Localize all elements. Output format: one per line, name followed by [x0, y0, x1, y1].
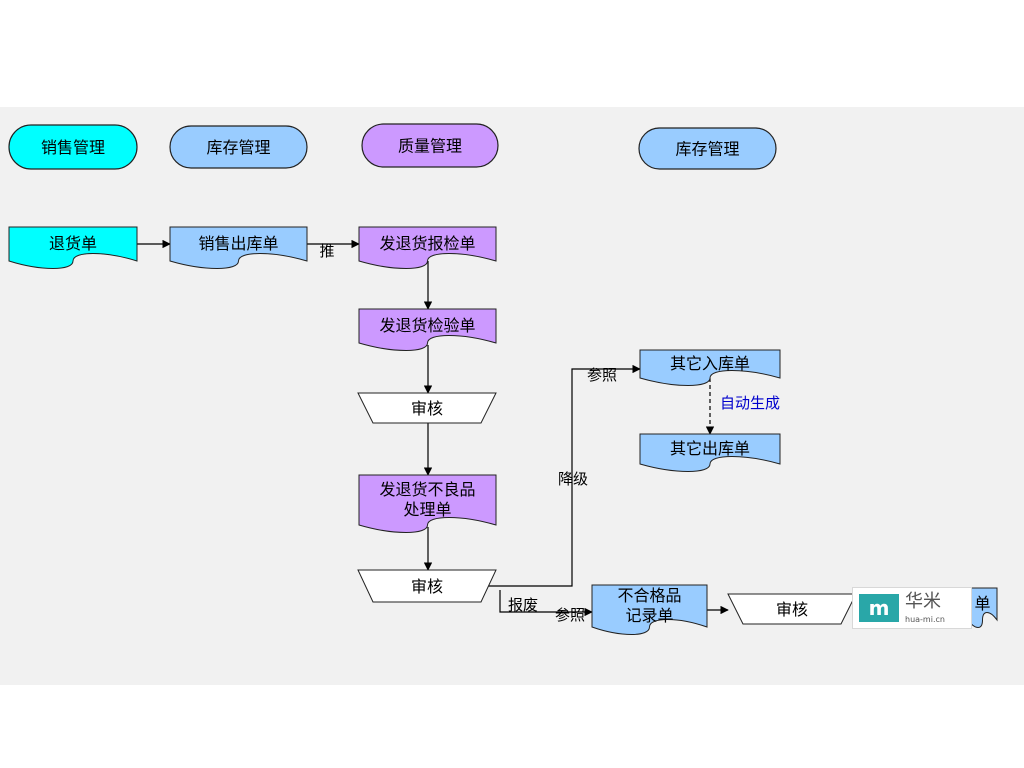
doc-shape: [639, 433, 781, 472]
header-sales: 销售管理: [8, 124, 138, 170]
doc-inspect_doc: 发退货检验单: [358, 308, 497, 351]
doc-shape: [169, 226, 308, 269]
header-shape: [169, 125, 308, 169]
edge-label-push: 推: [319, 242, 334, 260]
doc-label: 单: [974, 594, 990, 613]
connectors: [137, 239, 729, 617]
review-label: 审核: [776, 600, 808, 619]
doc-last_doc: 单: [967, 587, 998, 628]
doc-other_out: 其它出库单: [639, 433, 781, 472]
review-shape: [357, 569, 497, 603]
header-label: 库存管理: [206, 138, 270, 157]
doc-label: 退货单: [49, 234, 97, 253]
doc-return_order: 退货单: [8, 226, 138, 269]
doc-shape: [8, 226, 138, 269]
header-inv2: 库存管理: [638, 127, 777, 170]
watermark-logo-icon: m: [859, 594, 899, 622]
doc-inspect_req: 发退货报检单: [358, 226, 497, 269]
doc-shape: [358, 226, 497, 269]
doc-shape: [639, 349, 781, 386]
edge-label-downgrade: 降级: [558, 470, 588, 488]
edge-label-reference2: 参照: [555, 606, 585, 624]
doc-label: 销售出库单: [198, 234, 278, 253]
doc-label: 不合格品: [617, 586, 681, 605]
header-shape: [638, 127, 777, 170]
review-label: 审核: [411, 399, 443, 418]
doc-shape: [358, 308, 497, 351]
review1: 审核: [357, 392, 497, 424]
doc-label: 其它入库单: [670, 354, 750, 373]
review-shape: [727, 593, 857, 625]
doc-label: 其它出库单: [670, 439, 750, 458]
review3: 审核: [727, 593, 857, 625]
header-inv1: 库存管理: [169, 125, 308, 169]
header-shape: [361, 123, 499, 168]
header-label: 销售管理: [41, 138, 105, 157]
nodes: 销售管理库存管理质量管理库存管理退货单销售出库单发退货报检单发退货检验单发退货不…: [8, 123, 998, 635]
doc-label: 发退货检验单: [379, 316, 475, 335]
doc-label: 发退货不良品: [379, 480, 475, 499]
header-quality: 质量管理: [361, 123, 499, 168]
edge-label-reference1: 参照: [587, 366, 617, 384]
doc-other_in: 其它入库单: [639, 349, 781, 386]
watermark: m 华米 hua-mi.cn: [852, 587, 972, 629]
review-label: 审核: [411, 577, 443, 596]
header-label: 库存管理: [675, 140, 739, 159]
doc-label: 发退货报检单: [379, 234, 475, 253]
doc-sales_out: 销售出库单: [169, 226, 308, 269]
header-label: 质量管理: [398, 137, 462, 156]
doc-shape: [967, 587, 998, 628]
watermark-url: hua-mi.cn: [905, 615, 945, 624]
review-shape: [357, 392, 497, 424]
doc-shape: [591, 584, 708, 635]
connector: [488, 364, 641, 587]
doc-label: 记录单: [625, 606, 673, 625]
watermark-logo-letter: m: [868, 596, 890, 620]
connector: [499, 590, 593, 617]
edge-label-scrap: 报废: [508, 596, 538, 614]
watermark-name: 华米: [905, 591, 941, 612]
header-shape: [8, 124, 138, 170]
doc-shape: [358, 474, 497, 533]
review2: 审核: [357, 569, 497, 603]
edge-label-auto_gen: 自动生成: [720, 394, 780, 412]
doc-label: 处理单: [403, 500, 451, 519]
